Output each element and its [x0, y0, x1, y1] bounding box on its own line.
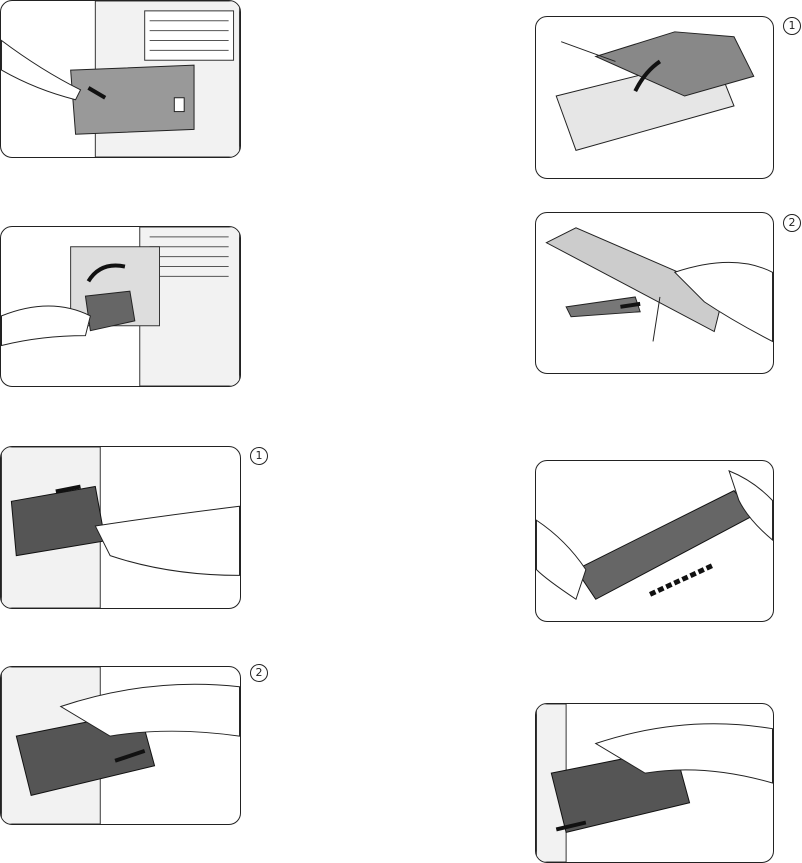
arrow-icon [55, 484, 81, 494]
arrow-icon [620, 301, 641, 309]
arrow-icon [87, 86, 107, 100]
arrow-icon [114, 749, 146, 763]
arrow-icon [555, 820, 587, 832]
illustration-rotate-lever [0, 226, 241, 387]
illustration-remove-cartridge-step2 [0, 666, 241, 825]
step-number-1: 1 [250, 447, 268, 465]
step-number-2: 2 [783, 214, 801, 232]
curved-arrow-icon [633, 59, 662, 92]
step-number-1: 1 [783, 17, 801, 35]
double-arrow-icon [649, 562, 716, 597]
illustration-remove-cover-sheet [535, 16, 774, 179]
step-number-2: 2 [250, 664, 268, 682]
illustration-insert-cartridge [535, 703, 774, 863]
illustration-open-front-cover [0, 0, 241, 158]
illustration-shake-cartridge [535, 460, 774, 622]
illustration-remove-cartridge-step1 [0, 446, 241, 609]
illustration-pull-seal [535, 212, 774, 374]
curved-arrow-icon [86, 263, 126, 283]
